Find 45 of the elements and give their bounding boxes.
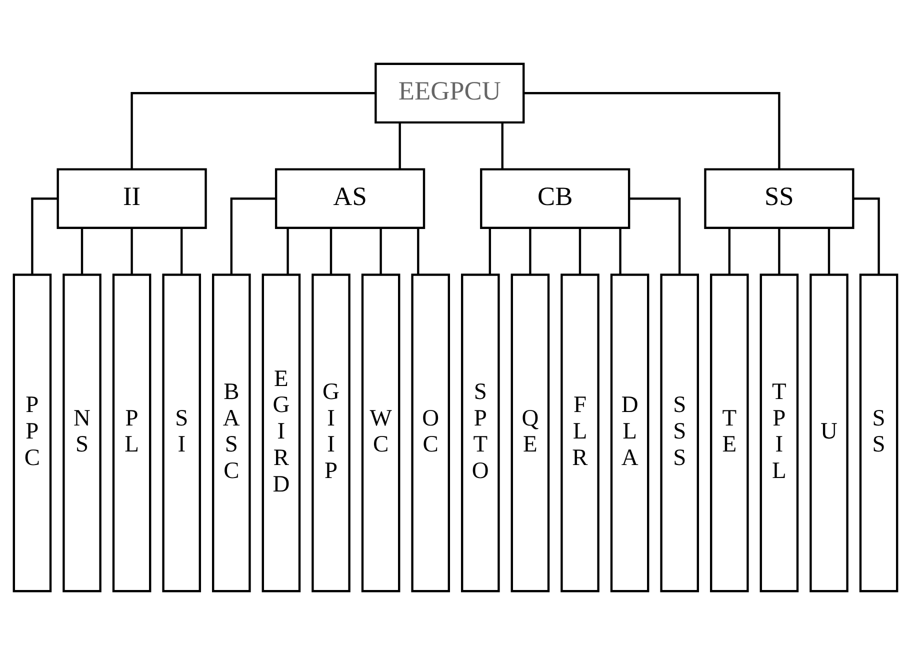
connector bbox=[578, 228, 582, 274]
connector bbox=[524, 92, 780, 169]
node-box: Q E bbox=[510, 273, 550, 592]
node-box: T P I L bbox=[760, 273, 799, 592]
connector bbox=[417, 228, 420, 274]
node-box: U bbox=[810, 273, 848, 592]
connector bbox=[230, 197, 276, 274]
node-box: F L R bbox=[560, 273, 600, 592]
connector bbox=[488, 228, 492, 274]
connector bbox=[130, 92, 376, 169]
node-box: D L A bbox=[610, 273, 650, 592]
node-box: P L bbox=[112, 273, 152, 592]
node-box: SS bbox=[704, 168, 854, 228]
node-box: CB bbox=[480, 168, 630, 228]
node-box: EEGPCU bbox=[374, 62, 525, 124]
connector bbox=[330, 228, 332, 274]
node-box: S P T O bbox=[461, 273, 500, 592]
node-box: B A S C bbox=[212, 273, 251, 592]
connector bbox=[286, 228, 289, 274]
node-box: E G I R D bbox=[262, 273, 301, 592]
node-box: S S S bbox=[660, 273, 699, 592]
connector bbox=[130, 228, 133, 274]
node-box: AS bbox=[274, 168, 426, 228]
connector bbox=[180, 228, 183, 274]
connector bbox=[619, 228, 622, 274]
node-box: II bbox=[56, 168, 207, 228]
connector bbox=[778, 228, 780, 274]
node-box: O C bbox=[411, 273, 450, 592]
connector bbox=[529, 228, 532, 274]
node-box: W C bbox=[361, 273, 400, 592]
connector bbox=[501, 122, 504, 169]
node-box: S I bbox=[162, 273, 202, 592]
connector bbox=[630, 197, 681, 274]
node-box: S S bbox=[859, 273, 898, 592]
node-box: G I I P bbox=[312, 273, 350, 592]
connector bbox=[398, 122, 401, 169]
connector bbox=[828, 228, 830, 274]
connector bbox=[380, 228, 382, 274]
node-box: P P C bbox=[12, 273, 52, 592]
node-box: N S bbox=[62, 273, 102, 592]
connector bbox=[854, 197, 880, 274]
connector bbox=[31, 197, 58, 274]
node-box: T E bbox=[710, 273, 749, 592]
connector bbox=[80, 228, 84, 274]
connector bbox=[728, 228, 730, 274]
